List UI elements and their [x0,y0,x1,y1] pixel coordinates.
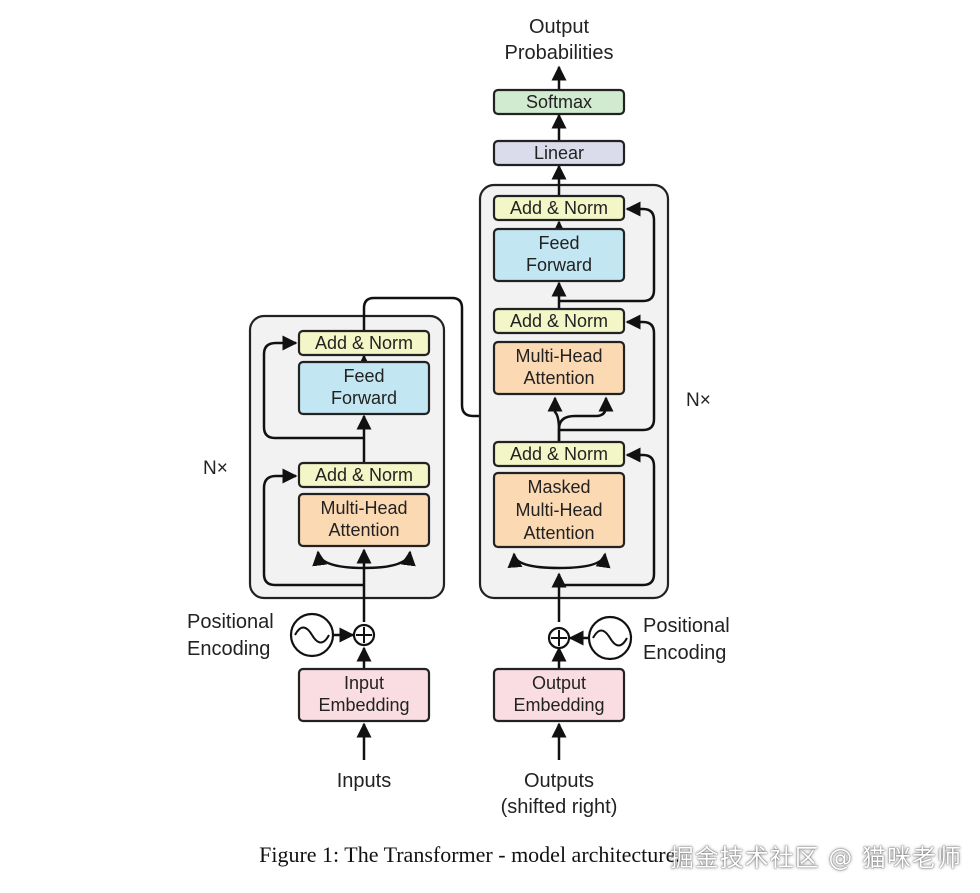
encoder-add-norm-bottom-label: Add & Norm [315,465,413,485]
encoder-inputs-label: Inputs [337,770,391,792]
encoder-multi-head-attention [297,492,431,548]
encoder-input-embedding [297,667,431,723]
decoder-attention-line2: Attention [523,368,594,388]
decoder-masked-multi-head-attention [492,471,626,549]
encoder-embedding-line2: Embedding [318,695,409,715]
decoder-masked-line1: Masked [527,477,590,497]
encoder-embedding-line1: Input [344,673,384,693]
encoder-positional-label-line1: Positional [187,611,274,633]
decoder-embedding-line2: Embedding [513,695,604,715]
encoder-stack [248,314,446,600]
softmax-label: Softmax [526,92,592,112]
linear-block [492,139,626,167]
decoder-connections [507,65,656,668]
decoder-add-norm-top [492,194,626,222]
decoder-add-norm-top-label: Add & Norm [510,198,608,218]
decoder-feed-forward-line2: Forward [526,255,592,275]
decoder-attention-line1: Multi-Head [515,346,602,366]
figure-caption: Figure 1: The Transformer - model archit… [0,842,980,868]
decoder-positional-label-line1: Positional [643,615,730,637]
decoder-add-norm-bottom [492,440,626,468]
encoder-feed-forward-line1: Feed [343,366,384,386]
encoder-attention-line1: Multi-Head [320,498,407,518]
encoder-connections [262,296,598,668]
decoder-multi-head-attention [492,340,626,396]
decoder-outputs-label-line1: Outputs [524,770,594,792]
decoder-add-norm-bottom-label: Add & Norm [510,444,608,464]
output-probabilities-line1: Output [529,16,589,38]
encoder-repeat-label: N× [203,458,228,479]
decoder-embedding-line1: Output [532,673,586,693]
encoder-positional-label-line2: Encoding [187,638,270,660]
softmax-block [492,88,626,116]
decoder-masked-line2: Multi-Head [515,500,602,520]
watermark: 掘金技术社区 @ 猫咪老师 [669,844,962,872]
encoder-attention-line2: Attention [328,520,399,540]
encoder-feed-forward-line2: Forward [331,388,397,408]
decoder-output-embedding [492,667,626,723]
figure-caption-text: Figure 1: The Transformer - model archit… [259,842,681,867]
encoder-add-norm-top-label: Add & Norm [315,333,413,353]
encoder-feed-forward [297,360,431,416]
decoder-masked-line3: Attention [523,523,594,543]
decoder-feed-forward [492,227,626,283]
decoder-outputs-label-line2: (shifted right) [501,796,618,818]
output-probabilities-line2: Probabilities [505,42,614,64]
decoder-positional-label-line2: Encoding [643,642,726,664]
decoder-feed-forward-line1: Feed [538,233,579,253]
decoder-add-norm-mid-label: Add & Norm [510,311,608,331]
encoder-add-norm-top [297,329,431,357]
decoder-add-norm-mid [492,307,626,335]
encoder-add-norm-bottom [297,461,431,489]
linear-label: Linear [534,143,584,163]
decoder-repeat-label: N× [686,390,711,411]
